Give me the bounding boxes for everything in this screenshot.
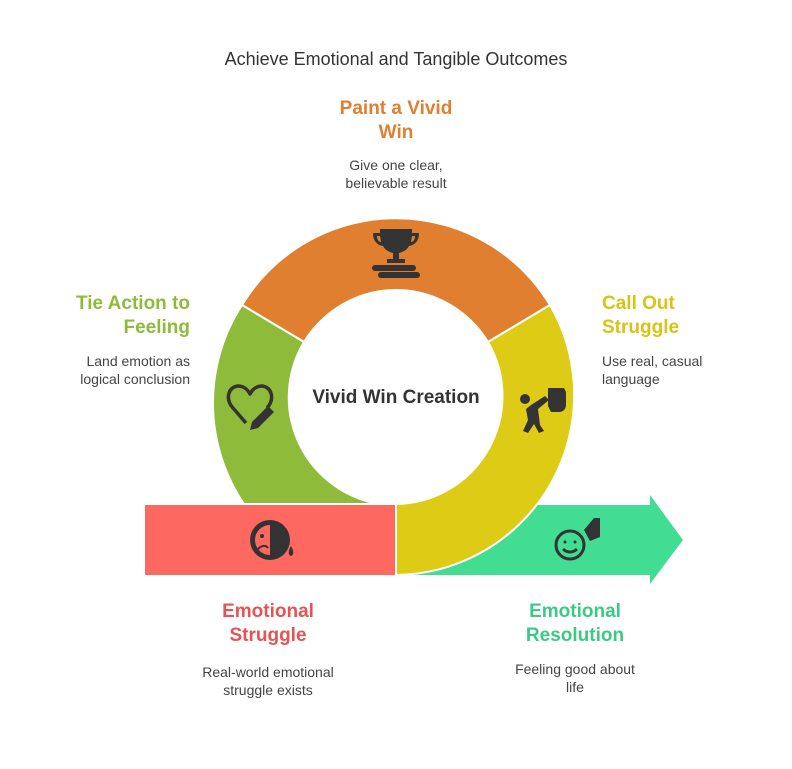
diagram-title: Achieve Emotional and Tangible Outcomes xyxy=(224,49,568,69)
step-desc-tie: Land emotion as logical conclusion xyxy=(80,353,190,387)
step-heading-paint: Paint a Vivid Win xyxy=(339,98,453,143)
ring-segment-tie xyxy=(212,303,381,505)
step-desc-callout: Use real, casual language xyxy=(602,353,703,387)
hub-label: Vivid Win Creation xyxy=(312,387,479,408)
trophy-on-book-icon xyxy=(372,229,420,278)
person-pushing-icon xyxy=(520,388,566,433)
step-desc-resolution: Feeling good about life xyxy=(515,661,635,695)
heart-pencil-icon xyxy=(226,384,274,430)
happy-face-icon xyxy=(554,518,600,561)
step-heading-tie: Tie Action to Feeling xyxy=(76,293,190,338)
hub-circle xyxy=(289,289,503,503)
step-heading-resolution: Emotional Resolution xyxy=(525,601,625,646)
step-desc-paint: Give one clear, believable result xyxy=(345,157,447,191)
step-heading-struggle: Emotional Struggle xyxy=(222,601,314,646)
step-desc-struggle: Real-world emotional struggle exists xyxy=(202,664,334,698)
sad-face-icon xyxy=(250,520,294,560)
step-heading-callout: Call Out Struggle xyxy=(602,293,680,338)
